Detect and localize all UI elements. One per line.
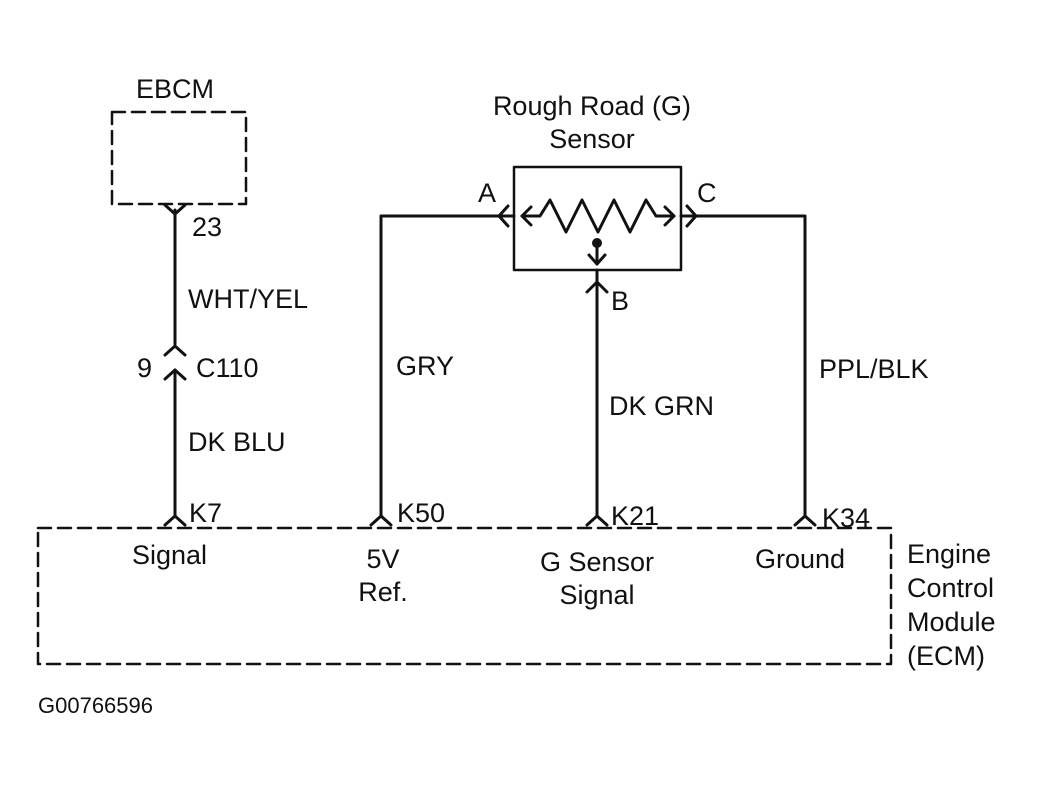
- ecm-function-g-sensor-signal: G Sensor Signal: [539, 547, 655, 610]
- c110-female-terminal: [163, 344, 187, 357]
- ecm-label: Engine Control Module (ECM): [907, 539, 996, 672]
- wire-label-wht-yel: WHT/YEL: [188, 284, 309, 314]
- pot-right-arrow: [663, 205, 676, 227]
- ecm-function-signal: Signal: [132, 540, 208, 570]
- potentiometer-resistor: [520, 198, 676, 234]
- sensor-pin-a-label: A: [478, 178, 497, 208]
- ecm-pin-k34-label: K34: [822, 503, 871, 533]
- wire-ppl-blk: [693, 214, 807, 518]
- sensor-title: Rough Road (G) Sensor: [492, 91, 692, 154]
- ecm-pin-k50-label: K50: [397, 498, 446, 528]
- ecm-pin-k21-label: K21: [611, 501, 660, 531]
- ecm-function-ground: Ground: [755, 544, 846, 574]
- wire-gry: [379, 214, 502, 518]
- wiper-arrow: [587, 253, 607, 266]
- sensor-pin-c-label: C: [697, 178, 717, 208]
- figure-id: G00766596: [38, 693, 153, 718]
- ebcm-label: EBCM: [136, 74, 215, 104]
- pot-left-arrow: [520, 205, 533, 227]
- ecm-box: [36, 526, 893, 666]
- wire-label-dk-grn: DK GRN: [609, 391, 715, 421]
- k7-terminal: [163, 514, 187, 527]
- wire-label-ppl-blk: PPL/BLK: [819, 354, 929, 384]
- wire-label-gry: GRY: [396, 351, 455, 381]
- ebcm-box: [110, 110, 248, 206]
- ecm-function-5v-ref: 5V Ref.: [358, 544, 408, 607]
- connector-c110-label: C110: [196, 353, 259, 383]
- ecm-pin-k7-label: K7: [189, 498, 223, 528]
- k21-terminal: [585, 514, 609, 527]
- wire-label-dk-blu: DK BLU: [188, 427, 286, 457]
- connector-pin-9-label: 9: [137, 353, 153, 383]
- sensor-pin-b-label: B: [611, 286, 630, 316]
- k50-terminal: [369, 514, 393, 527]
- wiper-dot: [592, 238, 602, 248]
- ebcm-pin-23-terminal: [163, 203, 187, 216]
- k34-terminal: [793, 514, 817, 527]
- ebcm-pin-23-label: 23: [192, 212, 223, 242]
